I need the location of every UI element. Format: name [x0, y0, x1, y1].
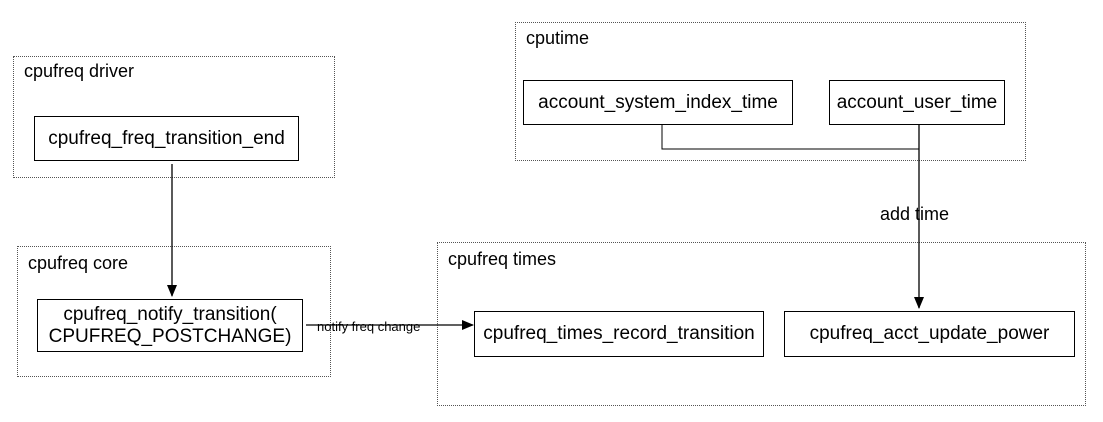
node-cpufreq-notify-transition: cpufreq_notify_transition( CPUFREQ_POSTC… — [37, 299, 303, 352]
group-label-cpufreq-driver: cpufreq driver — [24, 61, 135, 81]
group-cpufreq-driver — [13, 56, 335, 178]
group-cpufreq-core — [17, 246, 331, 377]
node-cpufreq-notify-transition-line2: CPUFREQ_POSTCHANGE) — [48, 325, 292, 347]
group-label-cpufreq-times: cpufreq times — [448, 249, 557, 269]
node-cpufreq-notify-transition-line1: cpufreq_notify_transition( — [63, 303, 277, 325]
edge-system-time-merge — [661, 125, 919, 150]
node-cpufreq-acct-update-power: cpufreq_acct_update_power — [784, 311, 1075, 357]
edge-label-add-time: add time — [880, 204, 950, 224]
node-cpufreq-freq-transition-end: cpufreq_freq_transition_end — [34, 116, 299, 161]
edge-label-notify-freq-change: notify freq change — [317, 319, 421, 334]
group-cpufreq-times — [437, 242, 1086, 406]
node-account-system-index-time: account_system_index_time — [523, 80, 793, 125]
group-cputime — [515, 22, 1026, 161]
node-cpufreq-times-record-transition: cpufreq_times_record_transition — [474, 311, 764, 357]
group-label-cputime: cputime — [526, 28, 590, 48]
node-account-user-time: account_user_time — [829, 80, 1005, 125]
group-label-cpufreq-core: cpufreq core — [28, 253, 129, 273]
